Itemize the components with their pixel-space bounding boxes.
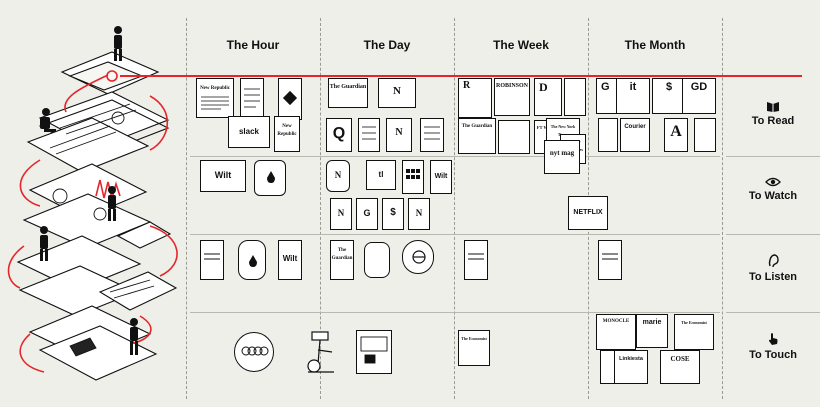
nyt-mag-cover: nyt mag	[544, 140, 580, 174]
column-header-week: The Week	[493, 38, 549, 52]
economist-paper: The Economist	[458, 330, 490, 366]
courier-magazine: Courier	[620, 118, 650, 152]
phone-week-audio	[464, 240, 488, 280]
cose-magazine: COSE	[660, 350, 700, 384]
phone-month-b	[694, 118, 716, 152]
grid-divider	[320, 18, 321, 399]
laptop-nyt: N	[378, 78, 416, 108]
hand-pointer-icon	[769, 333, 778, 345]
phone-n-small: N	[330, 198, 352, 230]
smart-speaker	[238, 240, 266, 280]
tablet-guardian-week: The Guardian	[458, 118, 496, 154]
row-divider	[190, 234, 720, 235]
timeline-red-line	[120, 75, 802, 77]
book-icon	[767, 102, 779, 112]
phone-articles	[420, 118, 444, 152]
grid-divider	[454, 18, 455, 399]
smartwatch-nyt: N	[326, 160, 350, 192]
phone-guardian-audio: The Guardian	[330, 240, 354, 280]
tablet-gd: GD	[682, 78, 716, 114]
phone-wilt: Wilt	[278, 240, 302, 280]
grid-divider	[186, 18, 187, 399]
laptop-wilt: Wilt	[200, 160, 246, 192]
row-label-touch: To Touch	[726, 332, 820, 361]
steering-wheel-day	[402, 240, 434, 274]
tablet-robinson: ROBINSON	[494, 78, 530, 116]
marie-magazine: marie	[636, 314, 668, 348]
row-divider	[726, 234, 820, 235]
isometric-illustration	[7, 26, 178, 381]
row-divider	[726, 312, 820, 313]
tablet-nyt: N	[386, 118, 412, 152]
linkiesta-magazine: Linkiesta	[614, 350, 648, 384]
phone-n-guide: N	[408, 198, 430, 230]
eye-icon	[765, 177, 781, 187]
newspaper-week	[498, 120, 530, 154]
tablet-r: R	[458, 78, 492, 118]
car-steering-wheel	[234, 332, 274, 372]
laptop-guardian: The Guardian	[328, 78, 368, 108]
phone-grid	[402, 160, 424, 194]
row-divider	[726, 156, 820, 157]
ear-icon	[768, 254, 779, 268]
row-divider	[190, 156, 720, 157]
fridge-screen	[356, 330, 392, 374]
magazine-a: A	[664, 118, 688, 152]
row-label-listen: To Listen	[726, 254, 820, 283]
tv-tl: tl	[366, 160, 396, 190]
tablet-new-republic: New Republic	[196, 78, 234, 118]
laptop-slack: slack	[228, 116, 270, 148]
row-label-watch: To Watch	[726, 177, 820, 202]
tablet-report: New Republic	[274, 116, 300, 152]
monocle-magazine: MONOCLE	[596, 314, 636, 350]
book-month: The Economist	[674, 314, 714, 350]
phone-newsfeed	[358, 118, 380, 152]
phone-week	[564, 78, 586, 116]
phone-dollar: $	[382, 198, 404, 230]
speaker-day	[364, 242, 390, 278]
column-header-day: The Day	[363, 38, 411, 52]
exercise-bike	[307, 331, 334, 373]
tablet-dollar: $	[652, 78, 686, 114]
phone-month	[598, 118, 618, 152]
phone-wilt-day: Wilt	[430, 160, 452, 194]
smartwatch	[254, 160, 286, 196]
phone-podcast	[200, 240, 224, 280]
row-divider	[190, 312, 720, 313]
phone-month-audio	[598, 240, 622, 280]
grid-divider	[722, 18, 723, 399]
row-label-read: To Read	[726, 100, 820, 127]
column-header-hour: The Hour	[226, 38, 280, 52]
phone-g: G	[356, 198, 378, 230]
tv-netflix: NETFLIX	[568, 196, 608, 230]
tablet-it: it	[616, 78, 650, 114]
magazine-d: D	[534, 78, 562, 116]
phone-news	[240, 78, 264, 120]
column-header-month: The Month	[624, 38, 686, 52]
phone-app	[278, 78, 302, 120]
tablet-quartz: Q	[326, 118, 352, 152]
